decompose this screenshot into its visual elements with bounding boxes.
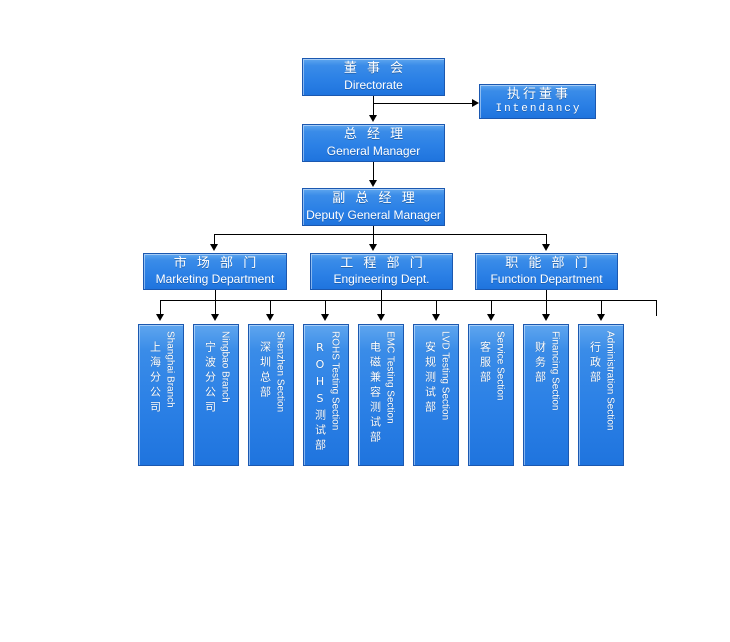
- node-deputy-manager-cn: 副 总 经 理: [332, 191, 418, 207]
- arrow-to-emc-icon: [377, 314, 385, 321]
- node-administration-text: 行政部 Administration Section: [579, 325, 623, 465]
- node-rohs-en: ROHS Testing Section: [329, 331, 341, 431]
- connector-deputy-drop-function: [546, 234, 547, 247]
- connector-marketing-drop-2b: [270, 300, 271, 316]
- arrow-to-marketing-icon: [210, 244, 218, 251]
- connector-directorate-to-gm: [373, 103, 374, 117]
- node-financing-section[interactable]: 财务部 Financing Section: [523, 324, 569, 466]
- node-general-manager-cn: 总 经 理: [343, 127, 407, 143]
- connector-function-drop-2: [546, 300, 547, 316]
- arrow-to-financing-icon: [542, 314, 550, 321]
- node-emc-testing-section[interactable]: 电磁兼容测试部 EMC Testing Section: [358, 324, 404, 466]
- arrow-to-engineering-icon: [369, 244, 377, 251]
- connector-directorate-stub: [373, 96, 374, 104]
- node-function-department[interactable]: 职 能 部 门 Function Department: [475, 253, 618, 290]
- connector-deputy-branch-bar: [214, 234, 547, 235]
- node-ningbao-en: Ningbao Branch: [219, 331, 231, 403]
- connector-engineering-stub: [381, 290, 382, 300]
- connector-engineering-drop-3: [436, 300, 437, 316]
- node-deputy-general-manager[interactable]: 副 总 经 理 Deputy General Manager: [302, 188, 445, 226]
- node-marketing-en: Marketing Department: [155, 272, 275, 287]
- arrow-to-lvd-icon: [432, 314, 440, 321]
- connector-engineering-drop-4: [491, 300, 492, 316]
- node-service-text: 客服部 Service Section: [469, 325, 513, 465]
- node-rohs-text: ROHS测试部 ROHS Testing Section: [304, 325, 348, 465]
- node-marketing-cn: 市 场 部 门: [173, 255, 260, 271]
- node-directorate-cn: 董 事 会: [343, 61, 407, 77]
- connector-directorate-to-intendancy: [373, 103, 473, 104]
- node-lvd-text: 安规测试部 LVD Testing Section: [414, 325, 458, 465]
- arrow-to-shenzhen-icon: [266, 314, 274, 321]
- connector-function-branch-bar: [491, 300, 656, 301]
- connector-function-stub: [546, 290, 547, 300]
- node-financing-text: 财务部 Financing Section: [524, 325, 568, 465]
- arrow-to-shanghai-icon: [156, 314, 164, 321]
- connector-marketing-stub: [215, 290, 216, 300]
- node-ningbao-branch[interactable]: 宁波分公司 Ningbao Branch: [193, 324, 239, 466]
- arrow-to-intendancy-icon: [472, 99, 479, 107]
- node-shanghai-branch[interactable]: 上海分公司 Shanghai Branch: [138, 324, 184, 466]
- arrow-to-deputy-manager-icon: [369, 180, 377, 187]
- node-service-en: Service Section: [494, 331, 506, 401]
- connector-marketing-drop-1: [160, 300, 161, 316]
- connector-engineering-drop-1: [325, 300, 326, 316]
- node-emc-text: 电磁兼容测试部 EMC Testing Section: [359, 325, 403, 465]
- node-shanghai-en: Shanghai Branch: [164, 331, 176, 408]
- connector-deputy-stub: [373, 226, 374, 235]
- node-function-en: Function Department: [490, 272, 603, 287]
- node-rohs-cn: ROHS测试部: [313, 341, 327, 454]
- node-shenzhen-section[interactable]: 深圳总部 Shenzhen Section: [248, 324, 294, 466]
- node-lvd-en: LVD Testing Section: [439, 331, 451, 421]
- connector-function-drop-3: [601, 300, 602, 316]
- node-intendancy[interactable]: 执行董事 Intendancy: [479, 84, 596, 119]
- node-intendancy-cn: 执行董事: [506, 86, 571, 102]
- node-general-manager-en: General Manager: [326, 143, 421, 158]
- connector-deputy-drop-engineering: [373, 234, 374, 247]
- node-financing-en: Financing Section: [549, 331, 561, 411]
- node-administration-cn: 行政部: [588, 341, 602, 386]
- node-lvd-testing-section[interactable]: 安规测试部 LVD Testing Section: [413, 324, 459, 466]
- arrow-to-function-icon: [542, 244, 550, 251]
- connector-engineering-branch-bar: [325, 300, 491, 301]
- connector-engineering-drop-2: [381, 300, 382, 316]
- connector-function-drop-4: [656, 300, 657, 316]
- node-financing-cn: 财务部: [533, 341, 547, 386]
- node-marketing-department[interactable]: 市 场 部 门 Marketing Department: [143, 253, 287, 290]
- connector-deputy-drop-marketing: [214, 234, 215, 247]
- node-engineering-en: Engineering Dept.: [333, 272, 430, 287]
- node-engineering-department[interactable]: 工 程 部 门 Engineering Dept.: [310, 253, 453, 290]
- node-administration-en: Administration Section: [604, 331, 616, 431]
- node-service-cn: 客服部: [478, 341, 492, 386]
- node-shanghai-text: 上海分公司 Shanghai Branch: [139, 325, 183, 465]
- node-emc-en: EMC Testing Section: [384, 331, 396, 424]
- node-intendancy-en: Intendancy: [495, 102, 582, 115]
- arrow-to-service-icon: [487, 314, 495, 321]
- connector-marketing-branch-bar: [160, 300, 325, 301]
- node-directorate[interactable]: 董 事 会 Directorate: [302, 58, 445, 96]
- node-shenzhen-text: 深圳总部 Shenzhen Section: [249, 325, 293, 465]
- node-ningbao-cn: 宁波分公司: [203, 341, 217, 416]
- node-shenzhen-en: Shenzhen Section: [274, 331, 286, 413]
- arrow-to-rohs-icon: [321, 314, 329, 321]
- node-emc-cn: 电磁兼容测试部: [368, 341, 382, 446]
- node-ningbao-text: 宁波分公司 Ningbao Branch: [194, 325, 238, 465]
- node-shanghai-cn: 上海分公司: [148, 341, 162, 416]
- arrow-to-administration-icon: [597, 314, 605, 321]
- node-deputy-manager-en: Deputy General Manager: [306, 207, 441, 222]
- node-rohs-testing-section[interactable]: ROHS测试部 ROHS Testing Section: [303, 324, 349, 466]
- node-engineering-cn: 工 程 部 门: [340, 255, 426, 271]
- node-lvd-cn: 安规测试部: [423, 341, 437, 416]
- connector-marketing-drop-2: [215, 300, 216, 316]
- arrow-to-general-manager-icon: [369, 115, 377, 122]
- node-administration-section[interactable]: 行政部 Administration Section: [578, 324, 624, 466]
- node-general-manager[interactable]: 总 经 理 General Manager: [302, 124, 445, 162]
- node-directorate-en: Directorate: [344, 77, 403, 92]
- arrow-to-ningbao-icon: [211, 314, 219, 321]
- node-service-section[interactable]: 客服部 Service Section: [468, 324, 514, 466]
- node-shenzhen-cn: 深圳总部: [258, 341, 272, 401]
- node-function-cn: 职 能 部 门: [505, 255, 591, 271]
- connector-gm-to-deputy: [373, 162, 374, 183]
